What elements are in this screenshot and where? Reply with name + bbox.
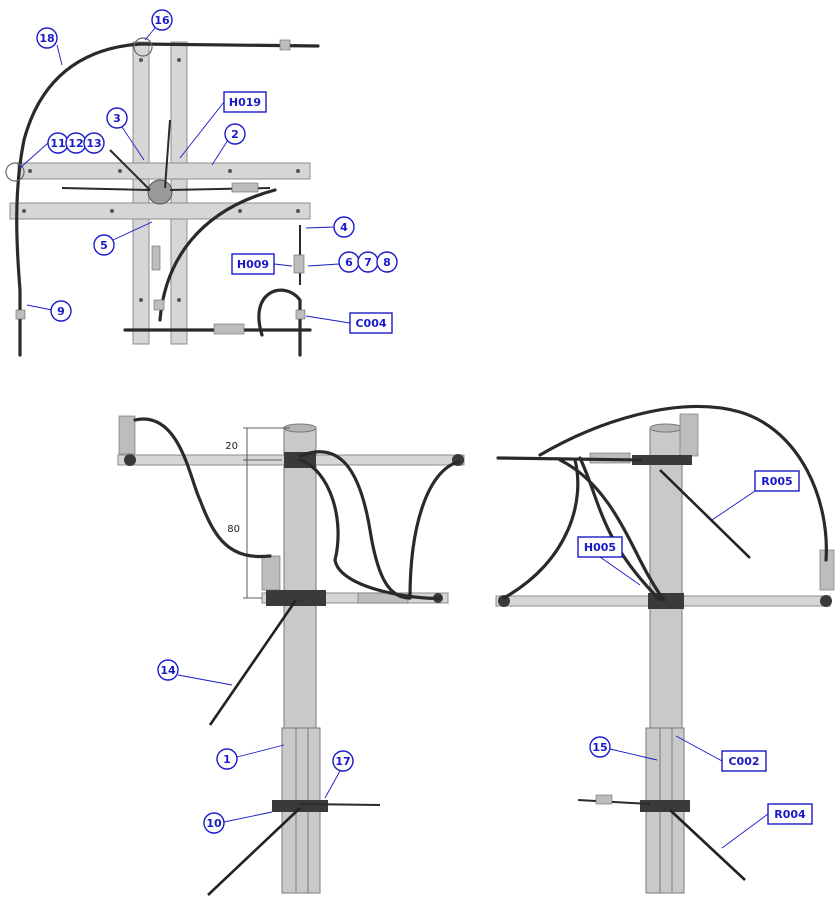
- callout-R005: R005: [761, 475, 792, 488]
- callout-H019: H019: [229, 96, 261, 109]
- left-dimensions: 20 80: [225, 427, 290, 599]
- right-cable-drop-2: [578, 456, 662, 602]
- callout-12: 12: [68, 137, 83, 150]
- callout-18-circle: [36, 27, 58, 49]
- plan-bolts: [22, 58, 300, 302]
- plan-fittings: [15, 39, 306, 335]
- left-pole: [283, 427, 317, 729]
- right-cable-drop-1: [558, 458, 666, 602]
- callout-R004-box: [767, 803, 813, 825]
- callout-13: 13: [86, 137, 101, 150]
- plan-cable-outer-arc: [15, 42, 142, 357]
- plan-beam-horizontal-top: [17, 162, 311, 180]
- callout-9: 9: [57, 305, 65, 318]
- callout-10: 10: [206, 817, 222, 830]
- callout-10-circle: [203, 812, 225, 834]
- callout-5: 5: [100, 239, 108, 252]
- callout-17-circle: [332, 750, 354, 772]
- left-callouts: 14 1 17 10: [157, 659, 354, 834]
- right-elevation: [495, 404, 835, 894]
- callout-4: 4: [340, 221, 348, 234]
- callout-R004: R004: [774, 808, 806, 821]
- right-stay-upper: [659, 469, 751, 559]
- callout-C004: C004: [355, 317, 386, 330]
- callout-3-circle: [106, 107, 128, 129]
- callout-4-circle: [333, 216, 355, 238]
- callout-13-circle: [83, 132, 105, 154]
- callout-H019-box: [223, 91, 267, 113]
- left-cable-arc-1: [298, 450, 412, 600]
- callout-C002-box: [721, 750, 767, 772]
- callout-H009-box: [231, 253, 275, 275]
- right-stay-lower: [669, 809, 746, 881]
- callout-14: 14: [160, 664, 176, 677]
- callout-9-circle: [50, 300, 72, 322]
- callout-5-circle: [93, 234, 115, 256]
- callout-8-circle: [376, 251, 398, 273]
- right-insulator-top: [679, 413, 699, 457]
- plan-callouts: 18 16 3 H019 2 11 12 13 5 4 H009 6 7: [19, 9, 398, 334]
- callout-16-circle: [151, 9, 173, 31]
- callout-H005: H005: [584, 541, 616, 554]
- callout-3: 3: [113, 112, 121, 125]
- callout-6: 6: [345, 256, 353, 269]
- left-cable-right-drop: [408, 460, 460, 600]
- plan-beam-horizontal-bottom: [9, 202, 311, 220]
- left-insulator-top: [118, 415, 136, 455]
- callout-11: 11: [50, 137, 65, 150]
- right-pole: [649, 427, 683, 729]
- callout-14-circle: [157, 659, 179, 681]
- left-insulator-middle: [261, 555, 281, 591]
- plan-cable-center-branch-2: [164, 119, 171, 189]
- callout-16: 16: [154, 14, 170, 27]
- left-elevation: [117, 415, 465, 896]
- callout-H009: H009: [237, 258, 269, 271]
- callout-7: 7: [364, 256, 372, 269]
- callout-2-circle: [224, 123, 246, 145]
- left-stay-upper: [208, 599, 298, 726]
- callout-18: 18: [39, 32, 54, 45]
- right-cable-bottom: [577, 799, 651, 805]
- callout-2: 2: [231, 128, 239, 141]
- left-cable-bottom: [299, 803, 381, 806]
- callout-15: 15: [592, 741, 607, 754]
- callout-1-circle: [216, 748, 238, 770]
- left-cable-drop: [133, 417, 272, 559]
- right-cable-incoming: [496, 456, 642, 462]
- left-stay-lower: [207, 807, 301, 896]
- plan-cable-top-run: [138, 42, 320, 48]
- callout-R005-box: [754, 470, 800, 492]
- dimension-20: 20: [225, 441, 238, 452]
- plan-cable-loop: [257, 288, 302, 357]
- right-callouts: R005 H005 15 C002 R004: [577, 470, 813, 849]
- right-cable-left-loop: [502, 458, 580, 600]
- callout-15-circle: [589, 736, 611, 758]
- callout-C002: C002: [728, 755, 759, 768]
- plan-cable-center-left: [61, 187, 151, 191]
- callout-8: 8: [383, 256, 391, 269]
- plan-view: [5, 37, 320, 357]
- plan-highlight-11: [5, 162, 25, 182]
- callout-17: 17: [335, 755, 350, 768]
- plan-pole-center: [147, 179, 173, 205]
- callout-H005-box: [577, 536, 623, 558]
- right-cable-top-arc: [538, 404, 828, 562]
- callout-C004-box: [349, 312, 393, 334]
- plan-cable-inner-arc: [158, 188, 277, 322]
- plan-highlight-16: [133, 37, 153, 57]
- plan-cable-center-branch-1: [109, 149, 151, 191]
- callout-1: 1: [223, 753, 231, 766]
- dimension-80: 80: [227, 524, 240, 535]
